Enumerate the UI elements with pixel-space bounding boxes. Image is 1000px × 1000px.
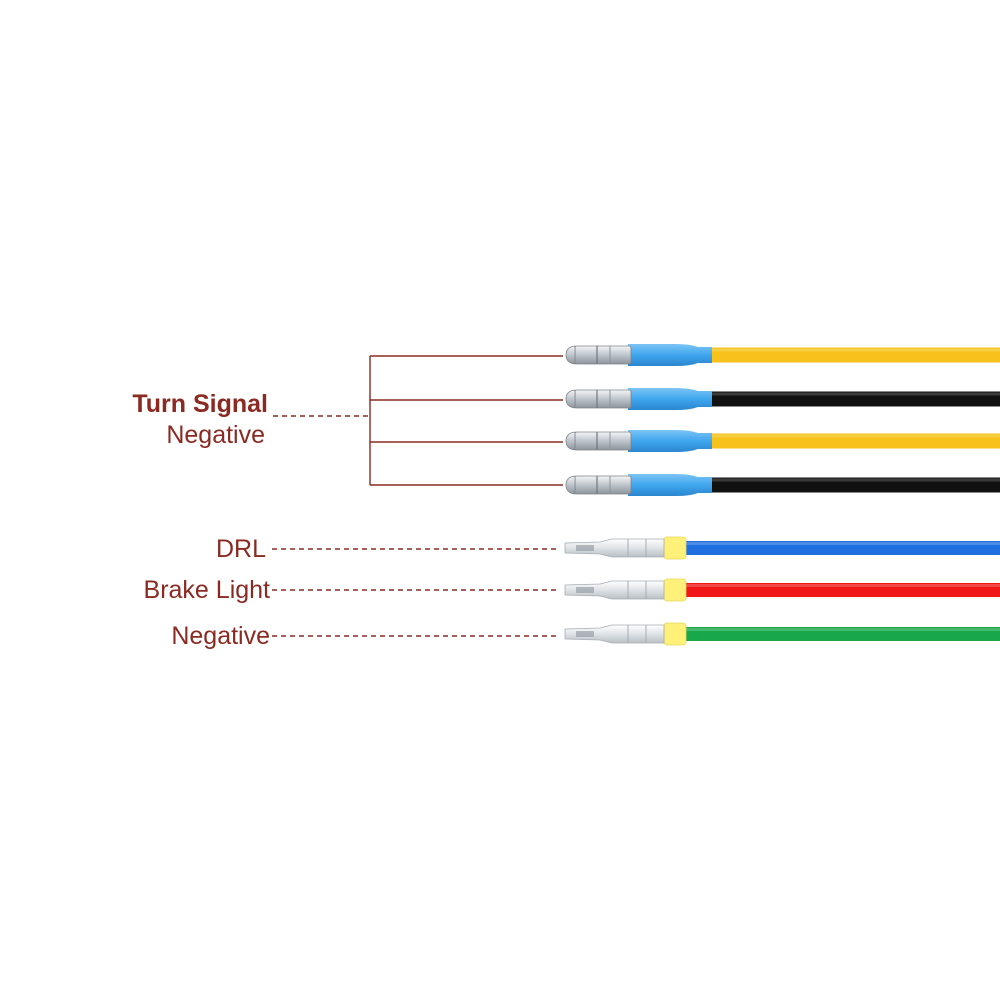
bullet-tip <box>565 345 576 365</box>
wire-6-red <box>564 578 1000 602</box>
negative-label: Negative <box>171 622 270 650</box>
labels: Turn Signal Negative DRL Brake Light Neg… <box>132 390 270 650</box>
turn-signal-negative-label: Negative <box>166 421 265 449</box>
drl-label: DRL <box>216 535 266 563</box>
bullet-tip <box>565 389 576 409</box>
bullet-connector <box>574 475 632 495</box>
wire-cable-black <box>700 391 1000 407</box>
yellow-sleeve <box>663 622 687 646</box>
heat-shrink-sleeve <box>628 344 712 366</box>
wire-cable-blue <box>684 541 1000 555</box>
wire-1-yellow <box>565 344 1000 366</box>
pin-terminal <box>564 580 665 600</box>
wire-7-green <box>564 622 1000 646</box>
bullet-connector <box>574 345 632 365</box>
wire-cable-yellow <box>700 433 1000 449</box>
pin-terminal <box>564 538 665 558</box>
wire-cable-yellow <box>700 347 1000 363</box>
heat-shrink-sleeve <box>628 388 712 410</box>
bullet-tip <box>565 475 576 495</box>
wire-5-blue <box>564 536 1000 560</box>
yellow-sleeve <box>663 536 687 560</box>
heat-shrink-sleeve <box>628 430 712 452</box>
brake-light-label: Brake Light <box>144 576 271 604</box>
heat-shrink-sleeve <box>628 474 712 496</box>
turn-signal-bracket <box>273 355 563 486</box>
wire-cable-red <box>684 583 1000 597</box>
wire-4-black <box>565 474 1000 496</box>
bullet-connector <box>574 389 632 409</box>
leader-lines <box>272 548 560 637</box>
bullet-connector <box>574 431 632 451</box>
wire-2-black <box>565 388 1000 410</box>
yellow-sleeve <box>663 578 687 602</box>
turn-signal-label: Turn Signal <box>132 390 268 418</box>
wire-cable-black <box>700 477 1000 493</box>
wire-cable-green <box>684 627 1000 641</box>
bullet-tip <box>565 431 576 451</box>
pin-terminal <box>564 624 665 644</box>
wire-3-yellow <box>565 430 1000 452</box>
